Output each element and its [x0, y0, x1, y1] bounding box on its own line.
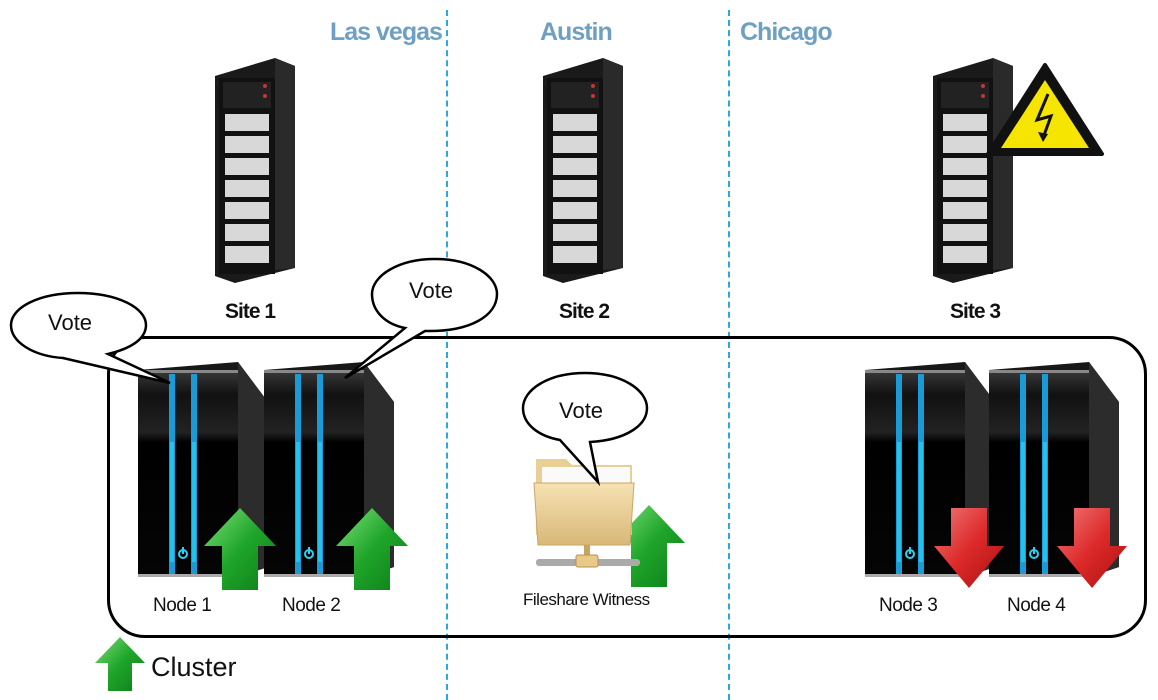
- vote-bubble-fileshare-witness: [521, 371, 649, 487]
- rack-icon-site-2: [543, 58, 623, 283]
- site-label-1: Site 1: [225, 300, 276, 323]
- vote-label-node-1: Vote: [48, 310, 93, 335]
- node-label-4: Node 4: [1007, 595, 1066, 616]
- rack-icon-site-3: [933, 58, 1013, 283]
- electrical-hazard-warning-icon: [986, 63, 1104, 156]
- legend-up-arrow-icon: [95, 637, 145, 691]
- up-arrow-icon-node-2: [336, 508, 408, 590]
- legend-label: Cluster: [151, 652, 237, 682]
- node-label-2: Node 2: [282, 595, 341, 616]
- rack-icon-site-1: [215, 58, 295, 283]
- up-arrow-icon-node-1: [204, 508, 276, 590]
- site-divider-1: [446, 10, 448, 700]
- site-title-las-vegas: Las vegas: [330, 18, 443, 46]
- node-label-3: Node 3: [879, 595, 938, 616]
- site-divider-2: [728, 10, 730, 700]
- vote-bubble-node-1: [9, 291, 171, 385]
- site-label-2: Site 2: [559, 300, 610, 323]
- vote-label-fileshare-witness: Vote: [559, 398, 604, 423]
- cluster-boundary: [107, 336, 1147, 638]
- folder-share-icon: [533, 459, 640, 568]
- vote-label-node-2: Vote: [409, 278, 454, 303]
- site-label-3: Site 3: [950, 300, 1001, 323]
- node-label-fileshare-witness: Fileshare Witness: [523, 590, 650, 609]
- site-title-chicago: Chicago: [740, 18, 833, 46]
- site-title-austin: Austin: [540, 18, 613, 46]
- down-arrow-icon-node-4: [1057, 508, 1127, 588]
- vote-bubble-node-2: [344, 257, 499, 380]
- node-label-1: Node 1: [153, 595, 212, 616]
- down-arrow-icon-node-3: [934, 508, 1004, 588]
